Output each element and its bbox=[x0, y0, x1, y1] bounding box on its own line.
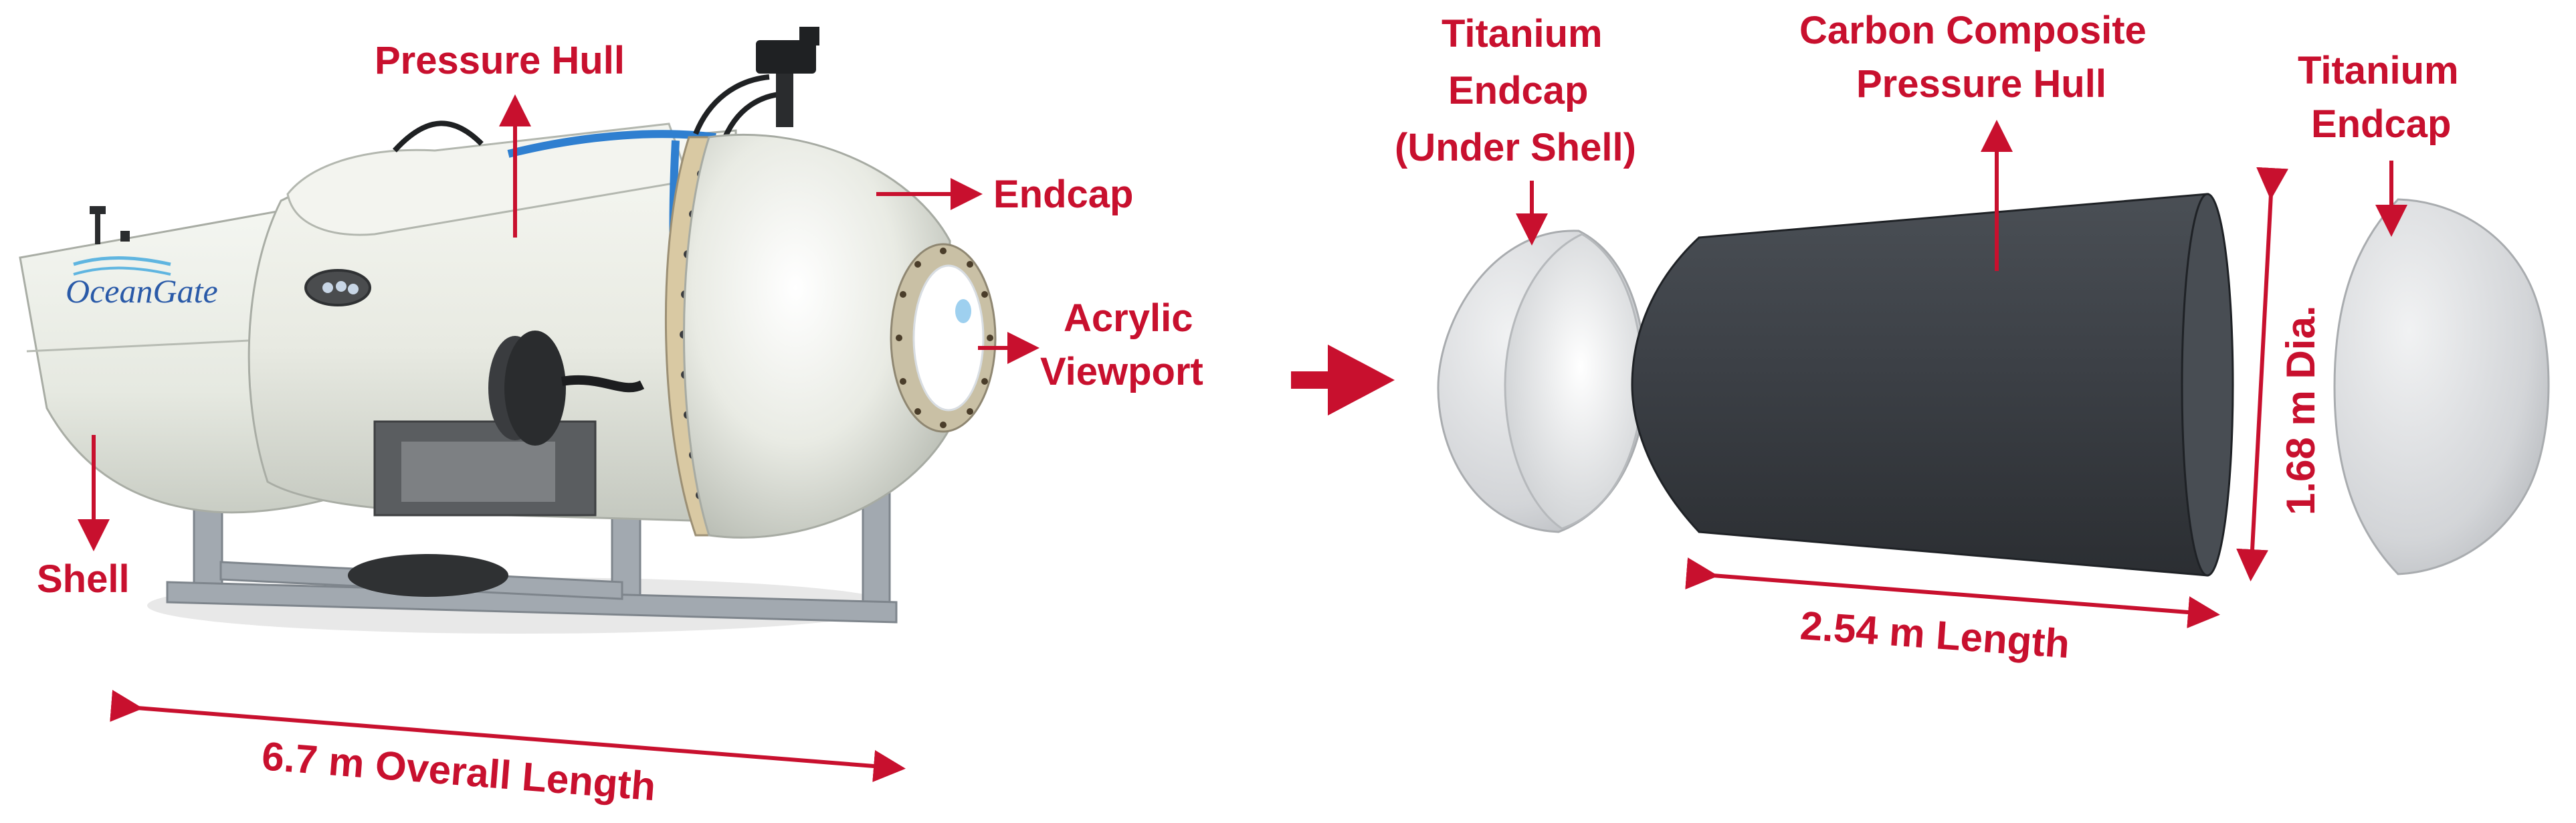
logo-text: OceanGate bbox=[66, 272, 218, 310]
top-fairing bbox=[286, 122, 691, 236]
titanium-endcap-right bbox=[2333, 198, 2550, 575]
side-lights bbox=[322, 281, 359, 294]
label-composite-line2: Pressure Hull bbox=[1856, 62, 2106, 106]
arrow-right-icon bbox=[1291, 345, 1395, 416]
endcap-inner-face bbox=[1504, 233, 1644, 530]
viewport-bolts bbox=[896, 248, 993, 428]
length-arrow bbox=[1685, 557, 2220, 628]
oceangate-logo: OceanGate bbox=[66, 256, 218, 310]
label-pressure-hull: Pressure Hull bbox=[375, 39, 625, 82]
label-endcap-right-line2: Endcap bbox=[2311, 102, 2452, 146]
camera-mast bbox=[756, 27, 819, 127]
label-viewport-line2: Viewport bbox=[1040, 350, 1203, 393]
hull-end-face bbox=[2181, 193, 2234, 577]
endcap-dome bbox=[683, 134, 951, 539]
label-diameter: 1.68 m Dia. bbox=[2278, 305, 2323, 515]
battery-box-inner bbox=[401, 442, 555, 502]
antenna bbox=[90, 206, 130, 244]
diameter-arrow bbox=[2236, 167, 2289, 581]
overall-length-arrow bbox=[110, 690, 906, 782]
label-endcap-under-line2: Endcap bbox=[1448, 69, 1589, 112]
label-viewport-line1: Acrylic bbox=[1064, 296, 1193, 340]
exploded-hull bbox=[1437, 193, 2550, 577]
label-shell: Shell bbox=[37, 557, 130, 601]
submersible-illustration: OceanGate bbox=[19, 27, 997, 634]
label-endcap: Endcap bbox=[993, 173, 1134, 216]
thruster-lower bbox=[348, 554, 508, 597]
acrylic-viewport bbox=[912, 264, 985, 412]
label-endcap-under-line1: Titanium bbox=[1442, 12, 1603, 56]
label-endcap-right-line1: Titanium bbox=[2298, 49, 2459, 92]
label-length: 2.54 m Length bbox=[1799, 603, 2071, 666]
carbon-composite-pressure-hull bbox=[1631, 193, 2209, 577]
viewport-glint bbox=[955, 299, 971, 323]
label-endcap-under-line3: (Under Shell) bbox=[1395, 126, 1636, 169]
label-composite-line1: Carbon Composite bbox=[1799, 9, 2147, 52]
side-connector bbox=[488, 331, 645, 446]
